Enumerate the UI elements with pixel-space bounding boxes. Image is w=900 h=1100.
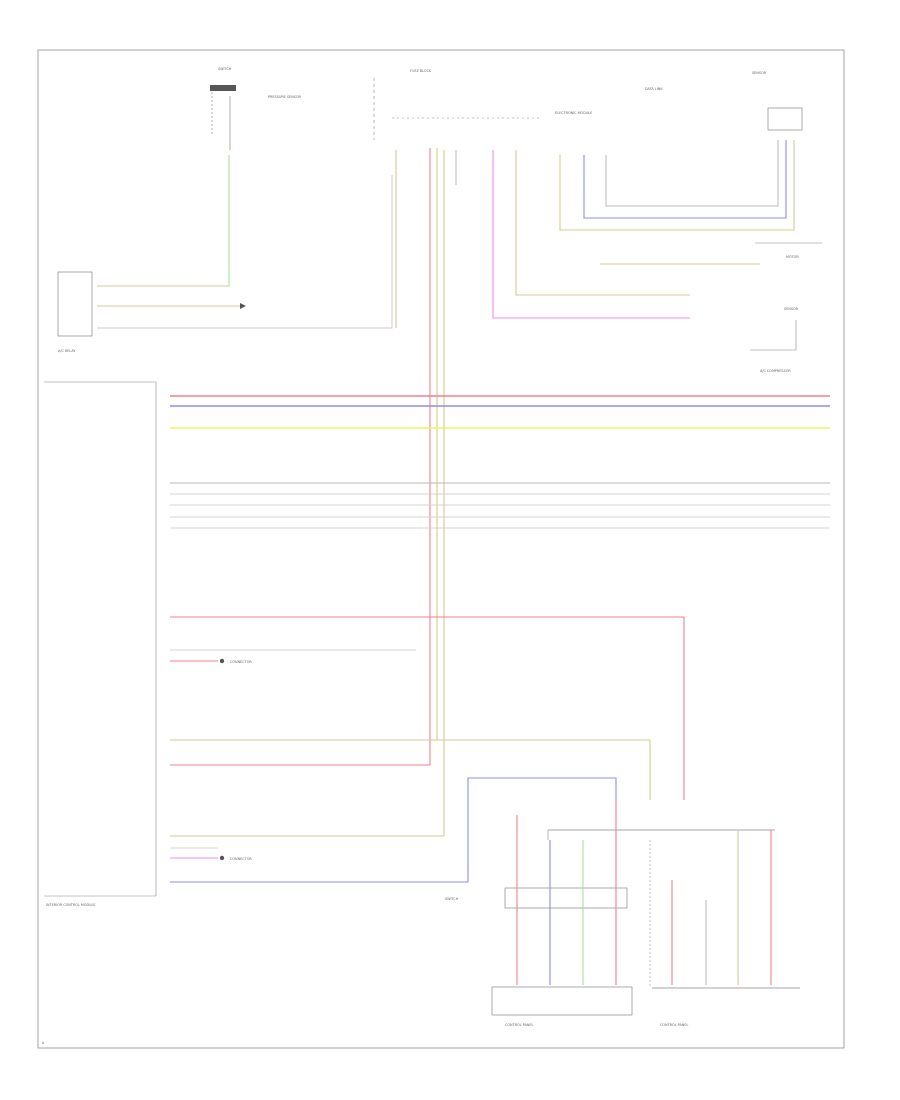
wire-lower-blue [170,777,617,883]
ac-relay-box [57,271,93,337]
bottom-left-panel-box [491,986,633,1016]
bottom-right-panel-label: CONTROL PANEL [660,1023,688,1027]
switch-connector-block [210,85,236,91]
bottom-left-panel-label: CONTROL PANEL [505,1023,533,1027]
top-left-switch-label: SWITCH [218,67,232,71]
connector-note-1-label: CONNECTOR [230,660,252,664]
arrow-icon [240,303,246,309]
left-module-group: INTERIOR CONTROL MODULE [44,381,157,907]
wire-sensor-tan [559,140,795,231]
electronic-module-label: ELECTRONIC MODULE [555,111,592,115]
wire-sensor-gray [605,140,779,207]
wire-motor-tan [515,150,690,296]
wire-sensor-blue [583,140,787,219]
wire-lower-tan-1 [170,739,651,800]
connector-dot-icon [219,855,225,861]
right-sensor-label: SENSOR [784,307,799,311]
top-right-sensor-label: SENSOR [752,71,767,75]
top-center-fuse-group: FUSE BLOCK ELECTRONIC MODULE [373,69,592,140]
connector-dot-icon [219,658,225,664]
diagram-frame [37,49,845,1049]
bottom-switch-label: SWITCH [445,897,459,901]
wire-relay-gray [97,175,393,329]
page-mark: A [42,1041,45,1045]
right-motor-label: MOTOR [786,255,799,259]
ac-relay-label: A/C RELAY [58,349,76,353]
top-right-sensor-box [767,107,803,131]
connector-note-2-label: CONNECTOR [230,857,252,861]
bottom-switch-box [504,887,628,909]
wire-lower-red-1 [170,616,685,800]
wire-relay-green [97,155,230,287]
wire-pink [492,150,690,319]
ac-relay-group: A/C RELAY [57,271,93,353]
top-left-switch-group: SWITCH PRESSURE SENSOR [210,67,302,150]
left-module-label: INTERIOR CONTROL MODULE [46,903,96,907]
data-link-label: DATA LINK [645,87,663,91]
ac-compressor-label: A/C COMPRESSOR [760,369,791,373]
top-left-note-label: PRESSURE SENSOR [268,95,302,99]
fuse-block-label: FUSE BLOCK [410,69,432,73]
